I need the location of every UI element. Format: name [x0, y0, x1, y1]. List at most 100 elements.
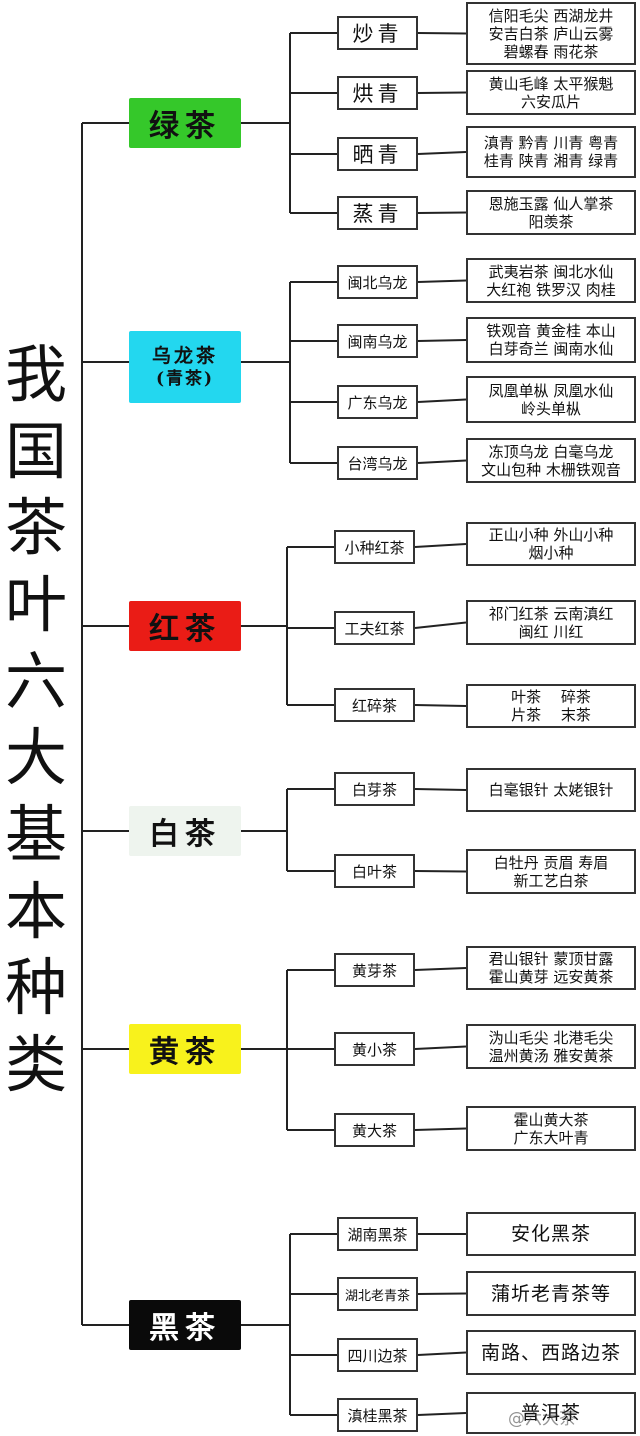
connector	[417, 459, 467, 464]
example-line: 蒲圻老青茶等	[490, 1282, 611, 1305]
process-box: 黄小茶	[334, 1032, 415, 1066]
example-line: 白毫银针 太姥银针	[488, 781, 614, 799]
examples-box: 祁门红茶 云南滇红闽红 川红	[466, 600, 636, 645]
category-name: 白茶	[149, 817, 221, 852]
example-line: 六安瓜片	[520, 92, 581, 111]
category-6: 黑茶	[129, 1300, 241, 1350]
example-line: 岭头单枞	[520, 399, 581, 418]
title-char: 本	[4, 874, 67, 948]
examples-box: 黄山毛峰 太平猴魁六安瓜片	[466, 70, 636, 115]
connector	[417, 91, 467, 94]
examples-box: 凤凰单枞 凤凰水仙岭头单枞	[466, 376, 636, 423]
watermark: @六大茶	[508, 1409, 576, 1429]
connector	[414, 788, 467, 791]
example-line: 文山包种 木栅铁观音	[481, 460, 621, 479]
example-line: 君山银针 蒙顶甘露	[488, 950, 614, 968]
example-line: 黄山毛峰 太平猴魁	[488, 74, 614, 93]
example-line: 温州黄汤 雅安黄茶	[488, 1046, 614, 1065]
category-2: 乌龙茶(青茶)	[129, 331, 241, 403]
examples-box: 冻顶乌龙 白毫乌龙文山包种 木栅铁观音	[466, 438, 636, 483]
examples-box: 普洱茶	[466, 1392, 636, 1434]
category-subname: (青茶)	[155, 369, 215, 389]
category-name: 乌龙茶	[151, 345, 218, 367]
process-box: 广东乌龙	[337, 385, 418, 419]
category-1: 绿茶	[129, 98, 241, 148]
examples-box: 恩施玉露 仙人掌茶阳羡茶	[466, 190, 636, 235]
examples-box: 蒲圻老青茶等	[466, 1271, 636, 1316]
example-line: 祁门红茶 云南滇红	[488, 604, 614, 623]
example-line: 闽红 川红	[518, 622, 584, 641]
example-line: 正山小种 外山小种	[488, 526, 614, 544]
process-box: 黄大茶	[334, 1113, 415, 1147]
category-3: 红茶	[129, 601, 241, 651]
examples-box: 沩山毛尖 北港毛尖温州黄汤 雅安黄茶	[466, 1024, 636, 1069]
example-line: 冻顶乌龙 白毫乌龙	[488, 442, 614, 461]
example-line: 安化黑茶	[510, 1223, 591, 1245]
category-name: 黑茶	[149, 1311, 221, 1346]
title-char: 叶	[4, 567, 67, 641]
title-char: 茶	[4, 491, 67, 565]
examples-box: 白牡丹 贡眉 寿眉新工艺白茶	[466, 849, 636, 894]
connector	[414, 1045, 467, 1050]
process-box: 湖北老青茶	[337, 1277, 418, 1311]
category-name: 黄茶	[149, 1035, 221, 1070]
process-box: 红碎茶	[334, 688, 415, 722]
title-char: 种	[4, 951, 67, 1025]
example-line: 霍山黄芽 远安黄茶	[488, 968, 614, 986]
title-char: 国	[4, 414, 67, 488]
connector	[414, 1127, 467, 1131]
connector	[417, 1351, 467, 1356]
process-box: 工夫红茶	[334, 611, 415, 645]
example-line: 碧螺春 雨花茶	[503, 42, 599, 61]
example-line: 桂青 陕青 湘青 绿青	[483, 152, 619, 170]
example-line: 铁观音 黄金桂 本山	[486, 322, 616, 340]
example-line: 南路、西路边茶	[480, 1341, 621, 1364]
process-box: 白叶茶	[334, 854, 415, 888]
examples-box: 铁观音 黄金桂 本山白芽奇兰 闽南水仙	[466, 317, 636, 363]
examples-box: 君山银针 蒙顶甘露霍山黄芽 远安黄茶	[466, 946, 636, 990]
examples-box: 信阳毛尖 西湖龙井安吉白茶 庐山云雾碧螺春 雨花茶	[466, 2, 636, 65]
examples-box: 安化黑茶	[466, 1212, 636, 1256]
connector	[414, 543, 467, 548]
example-line: 叶茶 碎茶	[511, 688, 591, 706]
process-box: 四川边茶	[337, 1338, 418, 1372]
examples-box: 武夷岩茶 闽北水仙大红袍 铁罗汉 肉桂	[466, 258, 636, 303]
title-char: 大	[4, 721, 67, 795]
connector	[417, 1412, 467, 1416]
process-box: 晒青	[337, 137, 418, 171]
example-line: 恩施玉露 仙人掌茶	[488, 194, 614, 213]
process-box: 湖南黑茶	[337, 1217, 418, 1251]
examples-box: 白毫银针 太姥银针	[466, 768, 636, 812]
examples-box: 滇青 黔青 川青 粤青桂青 陕青 湘青 绿青	[466, 126, 636, 178]
example-line: 凤凰单枞 凤凰水仙	[488, 381, 614, 400]
process-box: 蒸青	[337, 196, 418, 230]
example-line: 信阳毛尖 西湖龙井	[488, 6, 614, 25]
example-line: 武夷岩茶 闽北水仙	[488, 262, 614, 281]
process-box: 炒青	[337, 16, 418, 50]
connector	[414, 621, 467, 629]
process-box: 白芽茶	[334, 772, 415, 806]
process-box: 烘青	[337, 76, 418, 110]
examples-box: 正山小种 外山小种烟小种	[466, 522, 636, 566]
example-line: 霍山黄大茶	[513, 1110, 589, 1129]
example-line: 新工艺白茶	[513, 871, 589, 890]
process-box: 黄芽茶	[334, 953, 415, 987]
connector	[417, 279, 467, 283]
connector	[414, 704, 467, 707]
example-line: 阳羡茶	[528, 212, 574, 231]
process-box: 滇桂黑茶	[337, 1398, 418, 1432]
example-line: 滇青 黔青 川青 粤青	[483, 134, 619, 152]
example-line: 沩山毛尖 北港毛尖	[488, 1028, 614, 1047]
title-char: 类	[4, 1027, 67, 1101]
category-5: 黄茶	[129, 1024, 241, 1074]
example-line: 白牡丹 贡眉 寿眉	[493, 853, 609, 872]
connector	[417, 32, 467, 35]
example-line: 广东大叶青	[513, 1128, 589, 1147]
connector	[414, 967, 467, 971]
connector	[414, 870, 467, 873]
main-title: 我国茶叶六大基本种类	[0, 340, 72, 1100]
examples-box: 霍山黄大茶广东大叶青	[466, 1106, 636, 1151]
category-4: 白茶	[129, 806, 241, 856]
title-char: 六	[4, 644, 67, 718]
connector	[417, 211, 467, 214]
